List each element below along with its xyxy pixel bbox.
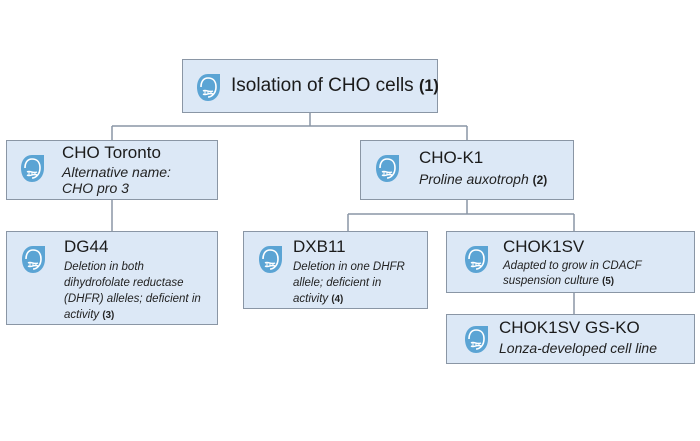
node-title: CHOK1SV GS-KO: [499, 318, 640, 337]
node-dg44: DG44 Deletion in both dihydrofolate redu…: [6, 231, 218, 325]
reference-number: (4): [331, 294, 344, 305]
cell-icon: [465, 246, 488, 273]
connector-k1-to-level2: [347, 200, 575, 231]
cell-icon: [259, 246, 282, 273]
node-description: Alternative name: CHO pro 3: [62, 164, 171, 196]
node-cho-toronto: CHO Toronto Alternative name: CHO pro 3: [6, 140, 218, 200]
cell-icon: [21, 155, 44, 182]
node-description: Deletion in both dihydrofolate reductase…: [64, 261, 201, 321]
reference-number: (5): [602, 276, 615, 287]
reference-number: (3): [102, 310, 115, 321]
node-isolation-of-cho-cells: Isolation of CHO cells (1): [182, 59, 439, 113]
cell-icon: [376, 155, 399, 182]
cell-icon: [22, 246, 45, 273]
cell-icon: [465, 326, 488, 353]
node-description: Proline auxotroph (2): [419, 171, 548, 187]
node-title: Isolation of CHO cells (1): [231, 75, 439, 96]
node-cho-k1: CHO-K1 Proline auxotroph (2): [360, 140, 574, 200]
reference-number: (2): [532, 173, 548, 187]
node-description: Lonza-developed cell line: [499, 340, 657, 356]
node-description: Deletion in one DHFR allele; deficient i…: [293, 261, 405, 305]
node-chok1sv-gs-ko: CHOK1SV GS-KO Lonza-developed cell line: [446, 314, 695, 364]
node-chok1sv: CHOK1SV Adapted to grow in CDACF suspens…: [446, 231, 695, 293]
node-dxb11: DXB11 Deletion in one DHFR allele; defic…: [243, 231, 428, 309]
node-title: CHOK1SV: [503, 237, 585, 256]
node-title: CHO Toronto: [62, 143, 161, 162]
node-title: DXB11: [293, 237, 346, 256]
node-title: DG44: [64, 237, 109, 256]
cell-icon: [197, 74, 220, 101]
node-title: CHO-K1: [419, 148, 484, 167]
reference-number: (1): [418, 77, 439, 95]
connector-root-to-level1: [111, 113, 468, 140]
node-description: Adapted to grow in CDACF suspension cult…: [503, 260, 642, 287]
